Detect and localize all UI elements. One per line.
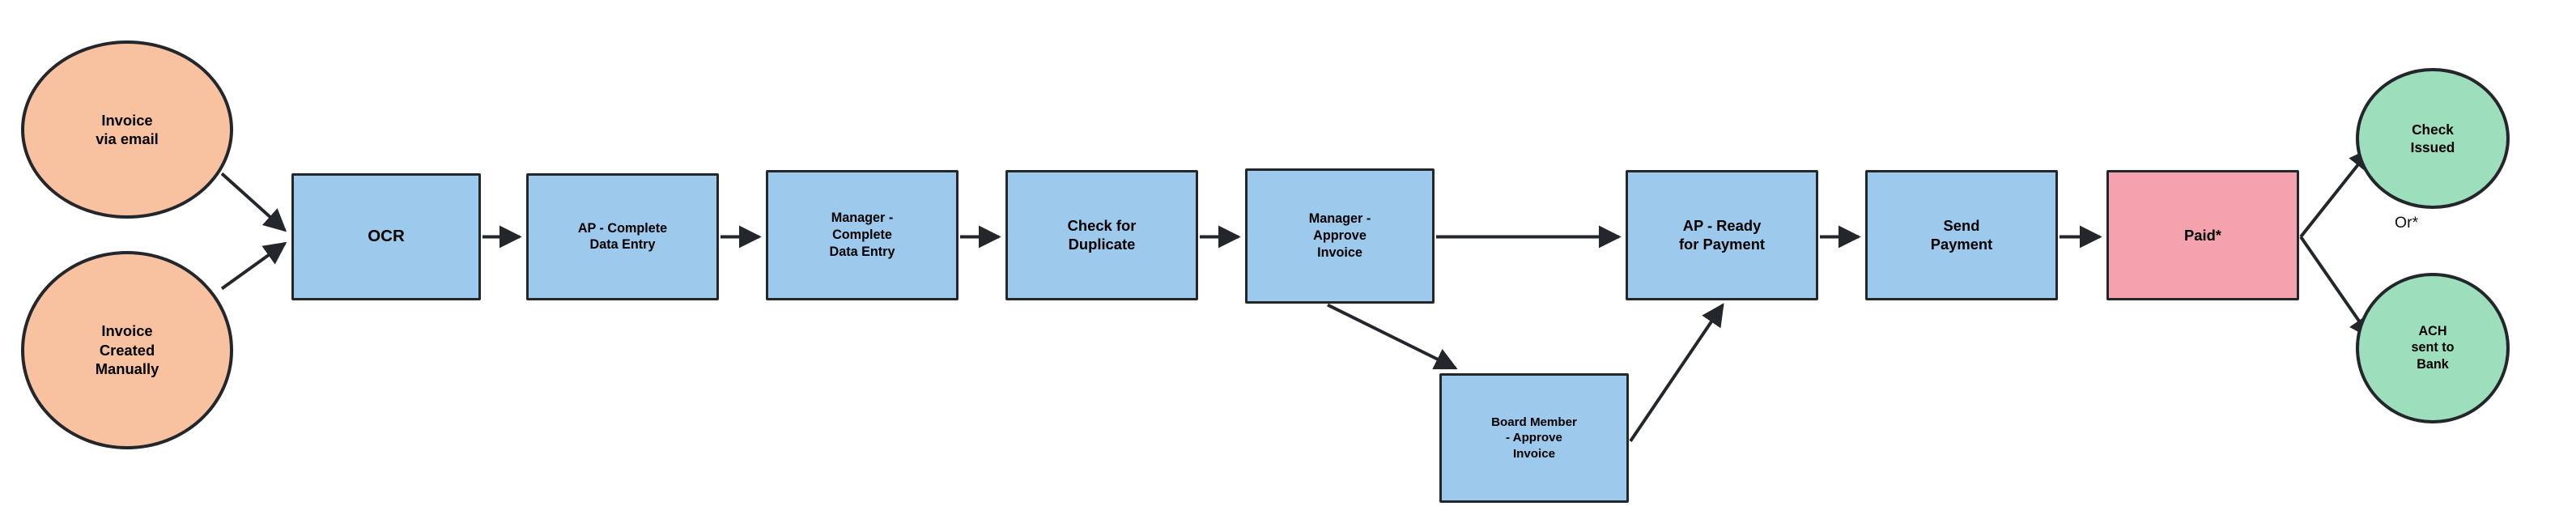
edge-invoice-manual-to-ocr xyxy=(220,241,287,291)
node-label: OCR xyxy=(368,227,405,246)
node-ocr[interactable]: OCR xyxy=(291,173,481,300)
edge-invoice-email-to-ocr xyxy=(220,172,287,232)
node-label: Paid* xyxy=(2184,226,2221,244)
edge-manager-approve-to-board-member xyxy=(1327,303,1458,370)
node-paid[interactable]: Paid* xyxy=(2106,170,2299,300)
edge-board-member-to-ap-ready xyxy=(1629,303,1724,442)
or-label: Or* xyxy=(2395,214,2419,232)
